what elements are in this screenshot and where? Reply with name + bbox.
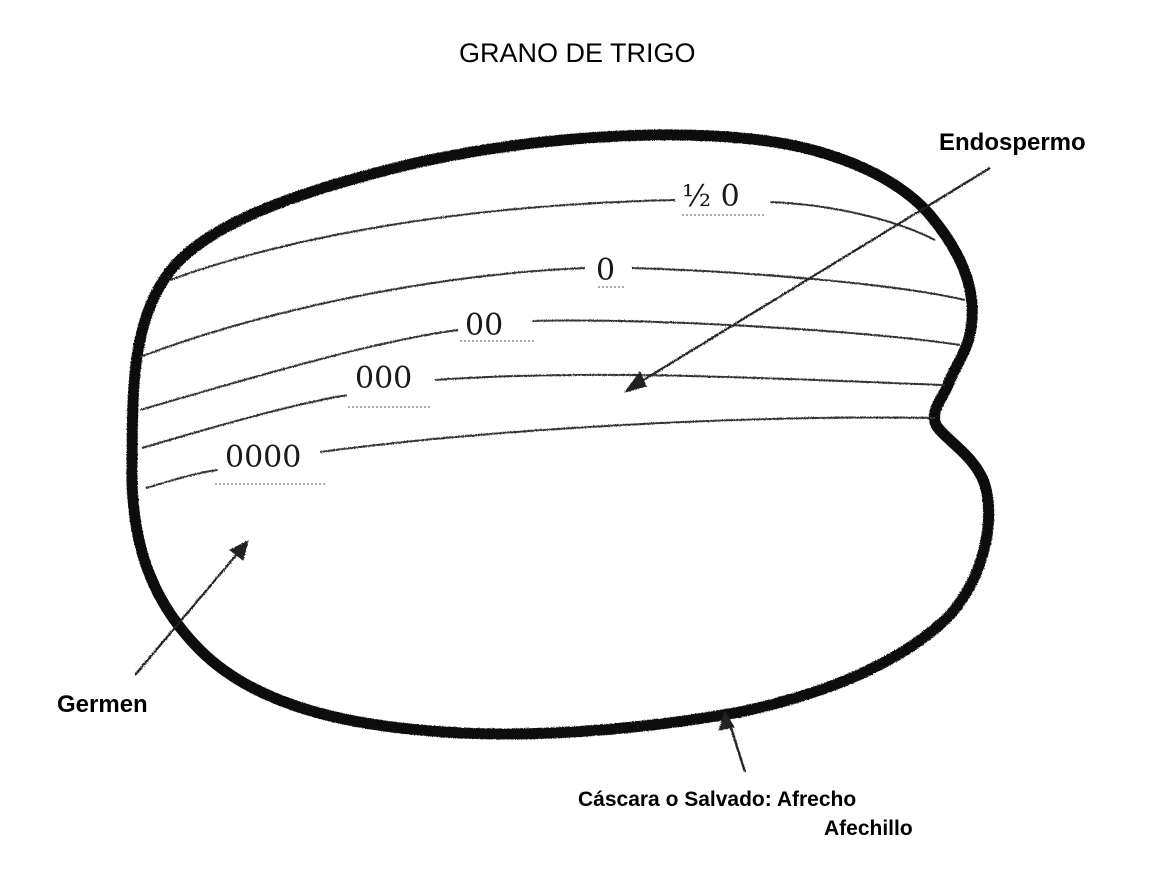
cascara-label: Cáscara o Salvado: Afrecho bbox=[578, 788, 857, 811]
grade-line-zero-right bbox=[631, 267, 966, 301]
grade-label-double-zero: 00 bbox=[465, 308, 504, 343]
grain-outline bbox=[126, 129, 995, 740]
grade-line-triple-zero-right bbox=[434, 373, 946, 386]
grade-line-triple-zero bbox=[141, 394, 348, 449]
germen-arrow bbox=[134, 540, 249, 676]
grade-lines bbox=[139, 199, 966, 489]
grade-line-half-zero-right bbox=[769, 201, 936, 241]
grade-line-quadruple-zero bbox=[145, 469, 219, 489]
grade-line-double-zero bbox=[139, 329, 459, 411]
grade-line-half-zero bbox=[169, 199, 676, 281]
grade-line-zero bbox=[139, 267, 586, 358]
endospermo-arrow bbox=[623, 167, 991, 393]
endospermo-label: Endospermo bbox=[939, 129, 1086, 156]
afechillo-label: Afechillo bbox=[824, 817, 913, 840]
grade-label-quadruple-zero: 0000 bbox=[225, 440, 302, 475]
grade-line-quadruple-zero-right bbox=[319, 416, 936, 453]
diagram-title: GRANO DE TRIGO bbox=[459, 38, 696, 68]
grade-label-zero: 0 bbox=[596, 253, 616, 288]
cascara-arrow bbox=[718, 710, 747, 773]
grade-line-double-zero-right bbox=[531, 319, 961, 346]
germen-label: Germen bbox=[57, 691, 148, 718]
grade-label-triple-zero: 000 bbox=[355, 361, 413, 396]
grade-underlines bbox=[215, 214, 765, 485]
grade-label-half-zero: ½ 0 bbox=[682, 179, 740, 214]
